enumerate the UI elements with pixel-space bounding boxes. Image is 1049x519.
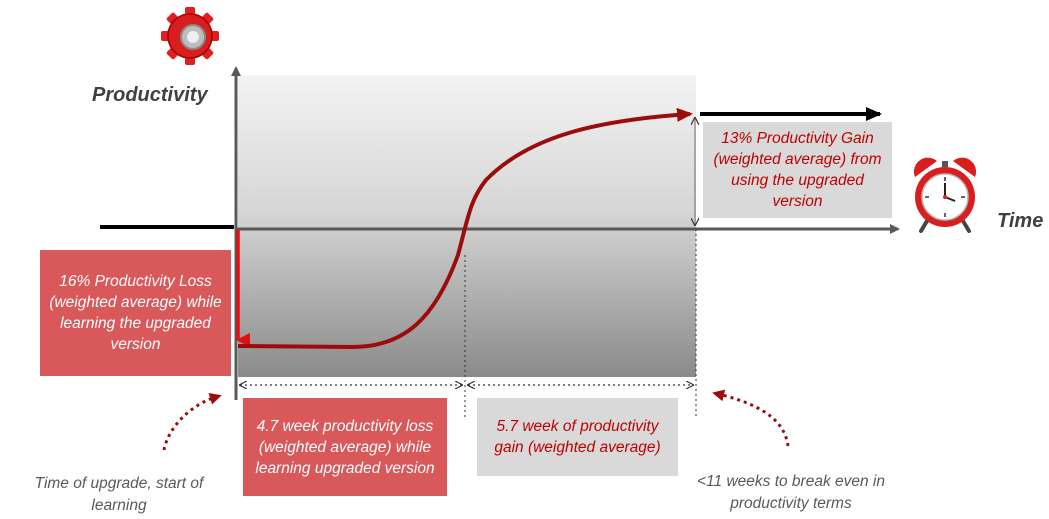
break-even-note: <11 weeks to break even in productivity … — [697, 473, 885, 512]
upgrade-time-note: Time of upgrade, start of learning — [34, 475, 204, 514]
break-even-pointer — [712, 389, 790, 447]
gear-icon — [161, 7, 219, 65]
y-axis-label: Productivity — [92, 84, 208, 106]
loss-duration-callout: 4.7 week productivity loss (weighted ave… — [243, 398, 447, 496]
loss-callout: 16% Productivity Loss (weighted average)… — [40, 250, 231, 376]
upgrade-time-pointer — [162, 393, 222, 451]
x-axis-label: Time — [997, 210, 1044, 232]
gain-callout: 13% Productivity Gain (weighted average)… — [703, 122, 892, 218]
productivity-curve — [237, 107, 693, 350]
alarm-clock-icon — [913, 157, 977, 233]
gain-duration-callout: 5.7 week of productivity gain (weighted … — [477, 398, 678, 476]
